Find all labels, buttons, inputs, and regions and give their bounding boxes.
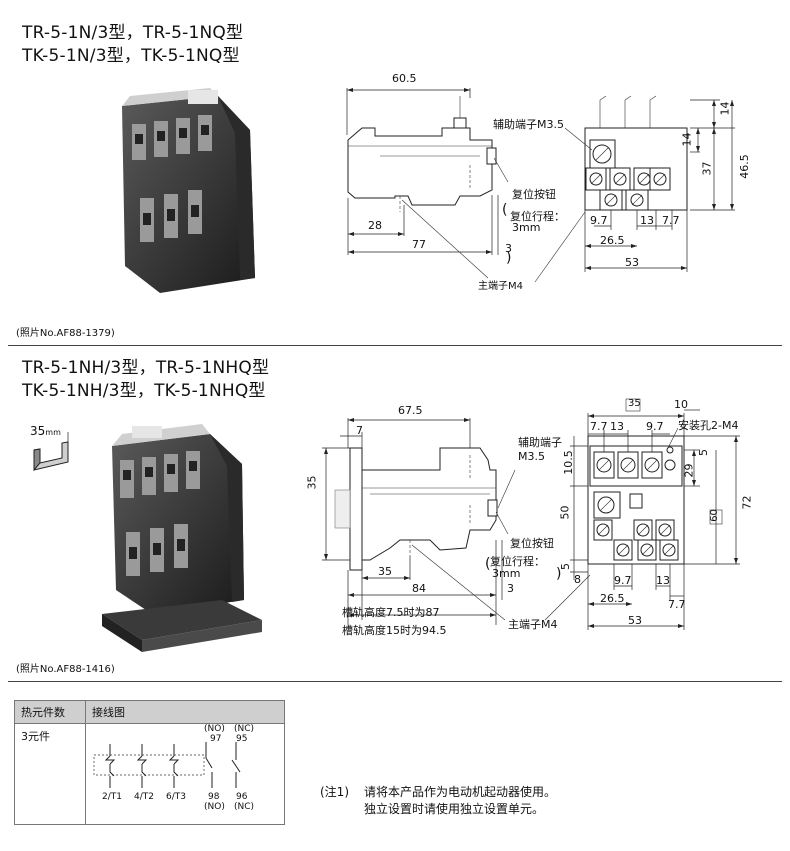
s2-dim-67-5: 67.5: [398, 404, 423, 417]
s1-dim-53: 53: [625, 256, 639, 269]
s2-dim-5-top: 5: [697, 449, 710, 456]
wiring-diagram: [93, 742, 241, 788]
s2-dim-72: 72: [740, 495, 754, 510]
s2-label-main-terminal: 主端子M4: [508, 618, 558, 631]
wiring-96: 96: [236, 792, 248, 802]
section1-side-view: ( ): [346, 88, 586, 283]
s2-dim-8: 8: [574, 573, 581, 586]
s1-label-main-terminal: 主端子M4: [478, 281, 523, 292]
svg-text:(: (: [502, 202, 507, 218]
section1-photo-caption: (照片No.AF88-1379): [16, 328, 115, 339]
s2-dim-13: 13: [656, 574, 670, 587]
section2-side-view: ( ): [322, 418, 591, 625]
svg-text:): ): [506, 250, 511, 266]
note-marker: (注1): [320, 785, 349, 799]
s2-dim-35-h: 35: [378, 565, 392, 578]
col-header-wiring: 接线图: [85, 700, 285, 724]
section-divider-2: [8, 681, 782, 682]
s2-dim-3: 3: [507, 582, 514, 595]
s2-dim-7: 7: [356, 424, 363, 437]
s2-dim-7-7: 7.7: [668, 598, 686, 611]
relay-photo-2: [102, 424, 262, 652]
s1-label-reset-stroke: 复位行程：: [510, 210, 565, 223]
section1-title-line2: TK-5-1N/3型，TK-5-1NQ型: [22, 46, 240, 66]
s2-dim-5-bottom: 5: [559, 563, 572, 570]
svg-text:): ): [556, 566, 561, 582]
s1-label-reset-button: 复位按钮: [512, 188, 556, 201]
s1-dim-77: 77: [412, 238, 426, 251]
wiring-97: 97: [210, 734, 222, 744]
note-line-1: 请将本产品作为电动机起动器使用。: [364, 785, 557, 799]
s2-dim-9-7: 9.7: [614, 574, 632, 587]
s2-dim-13-top: 13: [610, 420, 624, 433]
wiring-t1: 2/T1: [102, 792, 122, 802]
s2-label-aux-terminal-size: M3.5: [518, 450, 545, 463]
s2-dim-84: 84: [412, 582, 426, 595]
s1-dim-26-5: 26.5: [600, 234, 625, 247]
s2-dim-29: 29: [682, 463, 696, 478]
relay-photo-1: [122, 88, 255, 293]
section2-title-line1: TR-5-1NH/3型，TR-5-1NHQ型: [22, 358, 270, 378]
s1-label-reset-stroke-value: 3mm: [512, 221, 541, 234]
wiring-t2: 4/T2: [134, 792, 154, 802]
svg-text:(: (: [485, 556, 490, 572]
wiring-no-top: (NO): [204, 724, 225, 734]
s1-dim-13: 13: [640, 214, 654, 227]
s2-dim-35-box: 35: [628, 398, 641, 409]
s2-label-rail-75: 槽轨高度7.5时为87: [342, 606, 440, 619]
rail-label: 35mm: [30, 424, 61, 438]
s2-dim-7-7-top: 7.7: [590, 420, 608, 433]
note-line-2: 独立设置时请使用独立设置单元。: [364, 802, 545, 816]
s2-dim-10-5: 10.5: [561, 450, 575, 475]
wiring-nc-bottom: (NC): [234, 802, 255, 812]
table-header-row: 热元件数 接线图: [14, 700, 285, 724]
s2-label-mount-hole: 安装孔2-M4: [678, 419, 739, 432]
s1-dim-7-7: 7.7: [662, 214, 680, 227]
wiring-t3: 6/T3: [166, 792, 186, 802]
wiring-diagram-cell: (NO) (NC) 97 95 2/T1 4/T2 6/T3 98 96 (NO…: [85, 723, 285, 825]
s1-label-aux-terminal: 辅助端子M3.5: [493, 118, 564, 131]
s2-label-reset-stroke-value: 3mm: [492, 567, 521, 580]
section1-front-view: [564, 95, 735, 272]
s2-label-reset-stroke: 复位行程：: [490, 555, 545, 568]
section2-photo-caption: (照片No.AF88-1416): [16, 664, 115, 675]
s2-dim-50: 50: [558, 505, 572, 520]
s2-dim-53: 53: [628, 614, 642, 627]
s2-dim-26-5: 26.5: [600, 592, 625, 605]
rail-unit: mm: [45, 428, 61, 437]
s1-dim-width: 60.5: [392, 72, 417, 85]
wiring-nc-top: (NC): [234, 724, 255, 734]
s2-label-aux-terminal: 辅助端子: [518, 436, 562, 449]
din-rail-icon: [33, 432, 69, 472]
wiring-95: 95: [236, 734, 248, 744]
rail-size: 35: [30, 424, 46, 438]
s2-dim-10: 10: [674, 398, 688, 411]
section-divider-1: [8, 345, 782, 346]
s1-dim-9-7: 9.7: [590, 214, 608, 227]
s1-dim-3: 3: [505, 242, 512, 255]
col-header-elements: 热元件数: [14, 700, 86, 724]
table-row: 3元件 (NO) (NC) 97 95 2/T1 4/T2 6/T3 98 96: [14, 723, 285, 825]
wiring-no-bottom: (NO): [204, 802, 225, 812]
s2-dim-60-box: 60: [708, 509, 720, 522]
wiring-98: 98: [208, 792, 220, 802]
section2-title-line2: TK-5-1NH/3型，TK-5-1NHQ型: [22, 381, 266, 401]
section1-title-line1: TR-5-1N/3型，TR-5-1NQ型: [22, 23, 244, 43]
wiring-table: 热元件数 接线图 3元件 (NO) (NC) 97 95 2/T1 4/T2 6…: [14, 700, 285, 825]
s2-label-rail-15: 槽轨高度15时为94.5: [342, 624, 447, 637]
s2-label-reset-button: 复位按钮: [510, 537, 554, 550]
row-label-3-elements: 3元件: [14, 723, 86, 825]
section2-front-view: [570, 398, 740, 630]
s1-dim-28: 28: [368, 219, 382, 232]
s2-dim-9-7-top: 9.7: [646, 420, 664, 433]
